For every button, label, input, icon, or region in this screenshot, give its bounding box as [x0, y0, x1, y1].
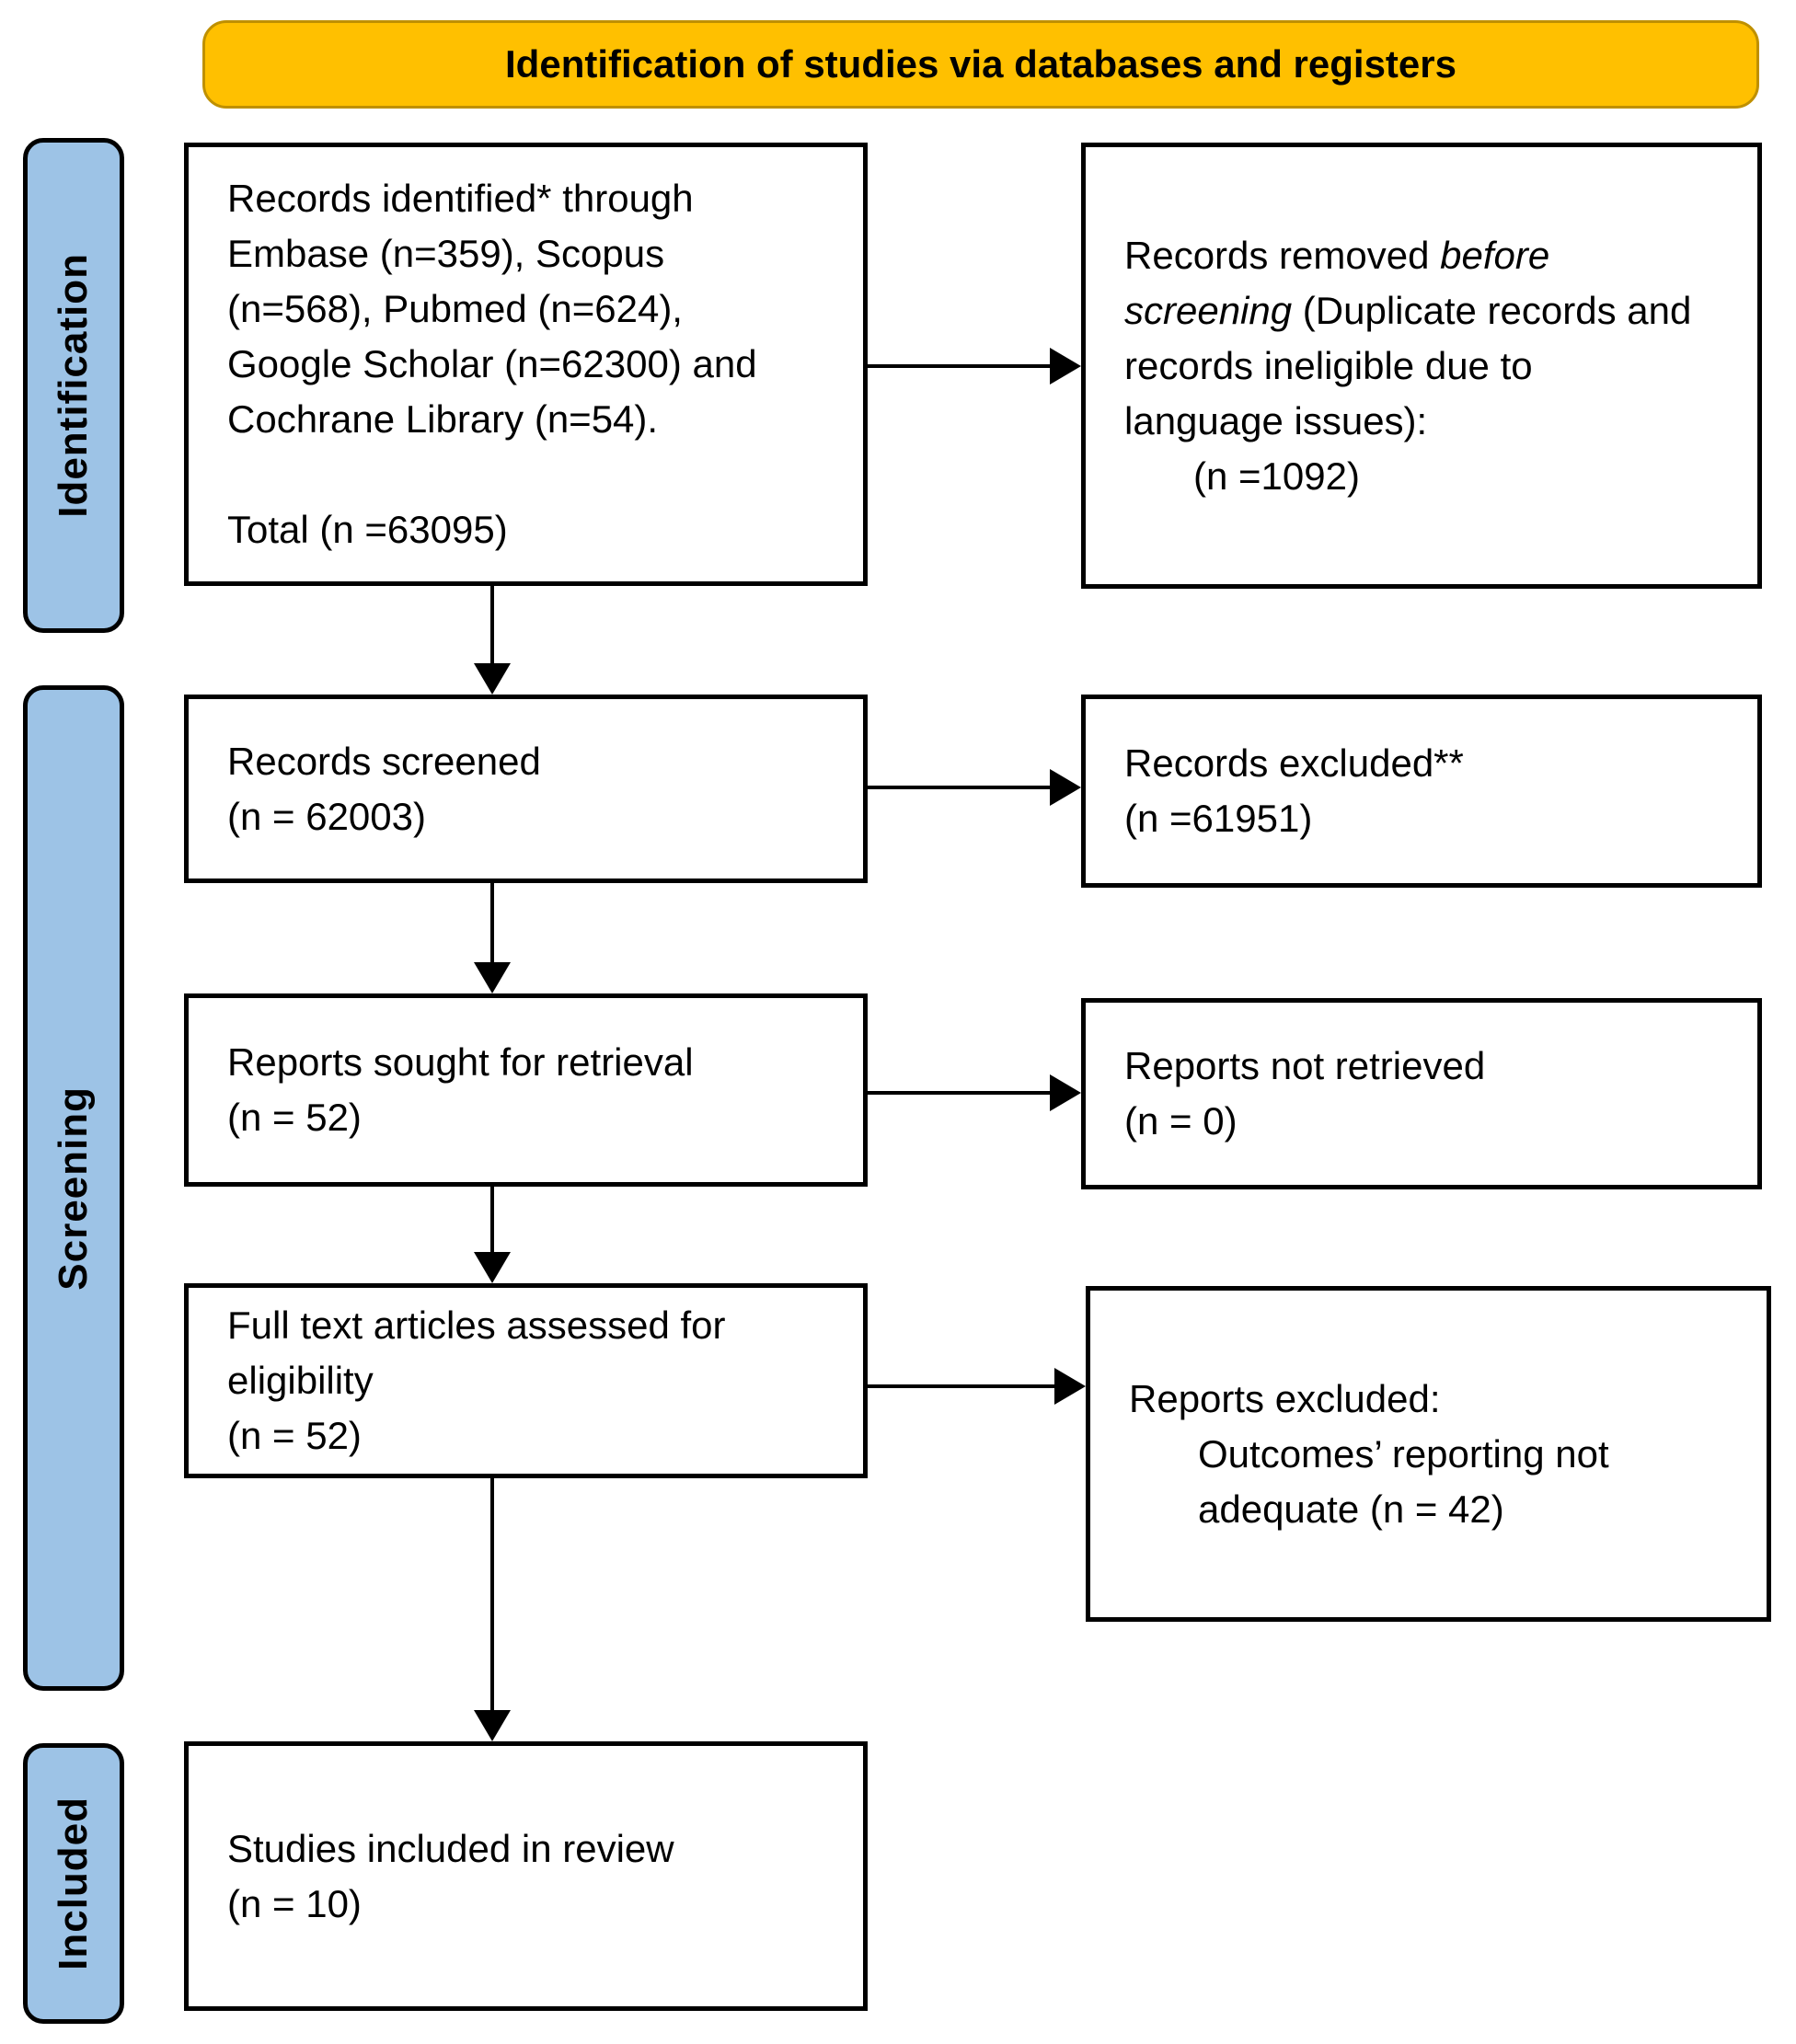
stage-identification-label: Identification — [51, 253, 96, 518]
records-removed-seg-2-italic: before — [1440, 233, 1550, 277]
box-records-identified: Records identified* through Embase (n=35… — [184, 143, 868, 586]
records-screened-label: Records screened — [227, 739, 541, 783]
records-identified-line-5: Cochrane Library (n=54). — [227, 397, 659, 441]
records-identified-line-1: Records identified* through — [227, 177, 694, 220]
box-records-screened: Records screened (n = 62003) — [184, 695, 868, 883]
box-reports-not-retrieved: Reports not retrieved (n = 0) — [1081, 998, 1762, 1189]
records-excluded-label: Records excluded** — [1124, 741, 1464, 785]
records-removed-seg-4: (Duplicate records and — [1292, 288, 1692, 332]
records-excluded-count: (n =61951) — [1124, 797, 1313, 840]
stage-screening: Screening — [23, 685, 124, 1691]
arrow-identified-to-removed-line — [868, 364, 1050, 368]
records-removed-line-4: language issues): — [1124, 398, 1428, 442]
stage-included-label: Included — [51, 1797, 96, 1970]
studies-included-count: (n = 10) — [227, 1881, 362, 1925]
reports-excluded-label: Reports excluded: — [1129, 1376, 1441, 1420]
arrow-identified-to-screened-head — [474, 663, 511, 695]
stage-screening-label: Screening — [51, 1085, 96, 1291]
box-studies-included: Studies included in review (n = 10) — [184, 1741, 868, 2011]
arrow-sought-to-not-retrieved-head — [1050, 1074, 1081, 1111]
arrow-sought-to-fulltext-head — [474, 1252, 511, 1283]
reports-sought-label: Reports sought for retrieval — [227, 1040, 694, 1084]
records-removed-line-2: screening (Duplicate records and — [1124, 283, 1735, 339]
records-removed-count: (n =1092) — [1193, 454, 1360, 498]
arrow-identified-to-removed-head — [1050, 348, 1081, 385]
stage-included: Included — [23, 1743, 124, 2024]
records-identified-line-3: (n=568), Pubmed (n=624), — [227, 287, 683, 330]
arrow-fulltext-to-included-head — [474, 1710, 511, 1741]
arrow-screened-to-excluded-line — [868, 786, 1050, 789]
arrow-fulltext-to-reports-excluded-line — [868, 1384, 1054, 1388]
arrow-screened-to-excluded-head — [1050, 769, 1081, 806]
records-removed-line-3: records ineligible due to — [1124, 343, 1533, 387]
arrow-screened-to-sought-line — [490, 883, 494, 962]
banner-title-text: Identification of studies via databases … — [505, 42, 1456, 86]
arrow-identified-to-screened-line — [490, 586, 494, 663]
box-records-excluded: Records excluded** (n =61951) — [1081, 695, 1762, 888]
reports-excluded-reason-line-1: Outcomes’ reporting not — [1198, 1431, 1609, 1476]
box-records-removed: Records removed before screening (Duplic… — [1081, 143, 1762, 589]
records-screened-count: (n = 62003) — [227, 794, 426, 838]
fulltext-assessed-line-2: eligibility — [227, 1359, 374, 1402]
blank-line — [227, 447, 841, 502]
fulltext-assessed-count: (n = 52) — [227, 1414, 362, 1457]
arrow-fulltext-to-reports-excluded-head — [1054, 1368, 1086, 1405]
records-identified-line-4: Google Scholar (n=62300) and — [227, 342, 757, 385]
records-identified-total: Total (n =63095) — [227, 508, 508, 551]
reports-sought-count: (n = 52) — [227, 1096, 362, 1139]
records-identified-line-2: Embase (n=359), Scopus — [227, 232, 665, 275]
arrow-sought-to-not-retrieved-line — [868, 1091, 1050, 1095]
arrow-screened-to-sought-head — [474, 962, 511, 993]
stage-identification: Identification — [23, 138, 124, 633]
reports-not-retrieved-label: Reports not retrieved — [1124, 1044, 1486, 1087]
arrow-fulltext-to-included-line — [490, 1478, 494, 1710]
box-fulltext-assessed: Full text articles assessed for eligibil… — [184, 1283, 868, 1478]
banner-title: Identification of studies via databases … — [202, 20, 1759, 109]
records-removed-seg-3-italic: screening — [1124, 288, 1293, 332]
fulltext-assessed-line-1: Full text articles assessed for — [227, 1303, 726, 1347]
arrow-sought-to-fulltext-line — [490, 1187, 494, 1252]
reports-not-retrieved-count: (n = 0) — [1124, 1099, 1238, 1143]
studies-included-label: Studies included in review — [227, 1826, 674, 1870]
box-reports-excluded: Reports excluded: Outcomes’ reporting no… — [1086, 1286, 1771, 1622]
box-reports-sought: Reports sought for retrieval (n = 52) — [184, 993, 868, 1187]
records-removed-line-1: Records removed before — [1124, 228, 1735, 283]
reports-excluded-reason-line-2: adequate (n = 42) — [1198, 1487, 1504, 1531]
records-removed-seg-1: Records removed — [1124, 233, 1441, 277]
